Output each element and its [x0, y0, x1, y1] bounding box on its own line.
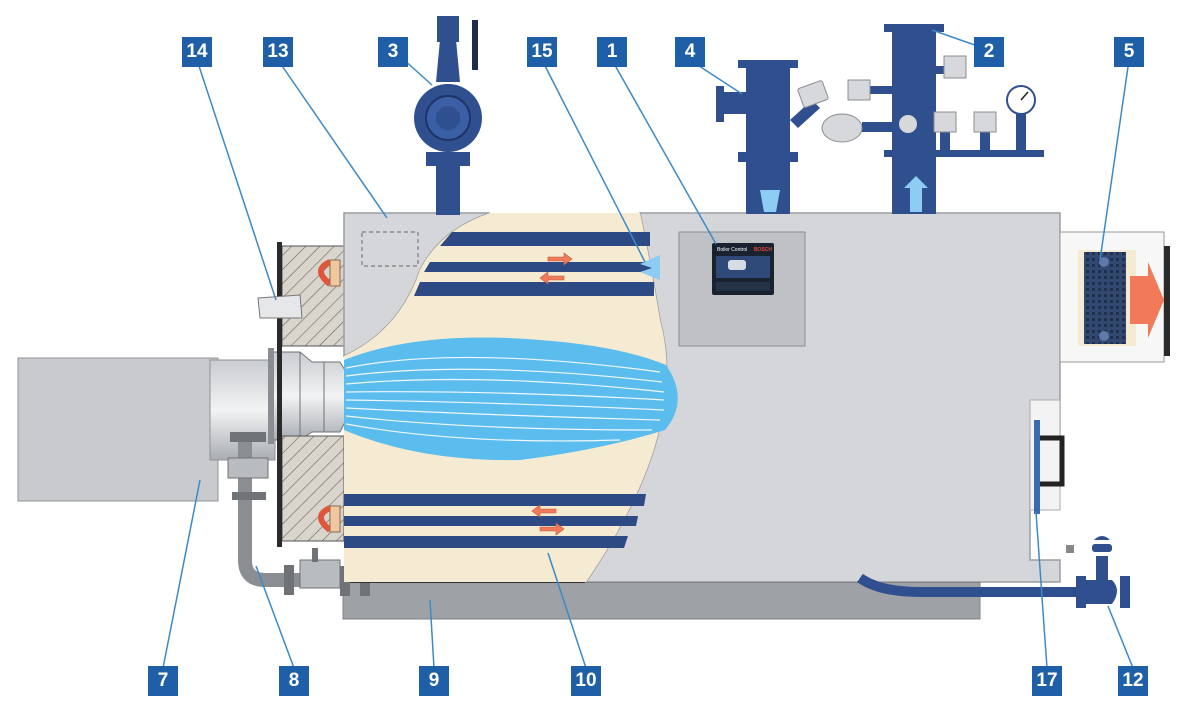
callout-2: 2 — [974, 37, 1004, 67]
callout-15: 15 — [527, 37, 557, 67]
callout-17-label: 17 — [1036, 670, 1058, 691]
callout-12: 12 — [1118, 666, 1148, 696]
callout-1: 1 — [597, 37, 627, 67]
safety-valve — [414, 16, 482, 215]
steam-outlet — [716, 60, 829, 214]
callout-1-label: 1 — [606, 41, 618, 62]
callout-13-label: 13 — [267, 41, 289, 62]
water-level-column — [821, 24, 1044, 214]
callout-17: 17 — [1032, 666, 1062, 696]
control-panel — [678, 231, 806, 347]
callout-4: 4 — [675, 37, 705, 67]
flow-arrow — [640, 255, 660, 280]
callout-5: 5 — [1114, 37, 1144, 67]
callout-8: 8 — [279, 666, 309, 696]
callout-3-label: 3 — [387, 41, 399, 62]
callout-leaders — [162, 29, 1134, 669]
hot-gas-arrows — [531, 252, 573, 536]
callout-3: 3 — [378, 37, 408, 67]
callout-9-label: 9 — [428, 670, 440, 691]
callout-5-label: 5 — [1123, 41, 1135, 62]
flue-gas-outlet — [1059, 231, 1170, 363]
callout-10: 10 — [571, 666, 601, 696]
rear-access-door — [1029, 399, 1065, 514]
callout-7: 7 — [148, 666, 178, 696]
flame — [344, 337, 678, 461]
callout-9: 9 — [419, 666, 449, 696]
callout-4-label: 4 — [684, 41, 696, 62]
gas-supply-pipe — [238, 440, 340, 587]
callout-8-label: 8 — [288, 670, 300, 691]
callout-14-label: 14 — [186, 41, 208, 62]
callout-15-label: 15 — [531, 41, 553, 62]
callout-12-label: 12 — [1122, 670, 1144, 691]
blowdown-line — [857, 536, 1130, 608]
inspection-port — [257, 294, 303, 319]
control-screen-brand: BOSCH — [753, 247, 772, 253]
callout-13: 13 — [263, 37, 293, 67]
callout-2-label: 2 — [983, 41, 995, 62]
burner — [17, 348, 347, 502]
callout-7-label: 7 — [157, 670, 169, 691]
control-screen-title: Boiler Control — [717, 247, 748, 253]
callout-10-label: 10 — [575, 670, 597, 691]
callout-14: 14 — [182, 37, 212, 67]
